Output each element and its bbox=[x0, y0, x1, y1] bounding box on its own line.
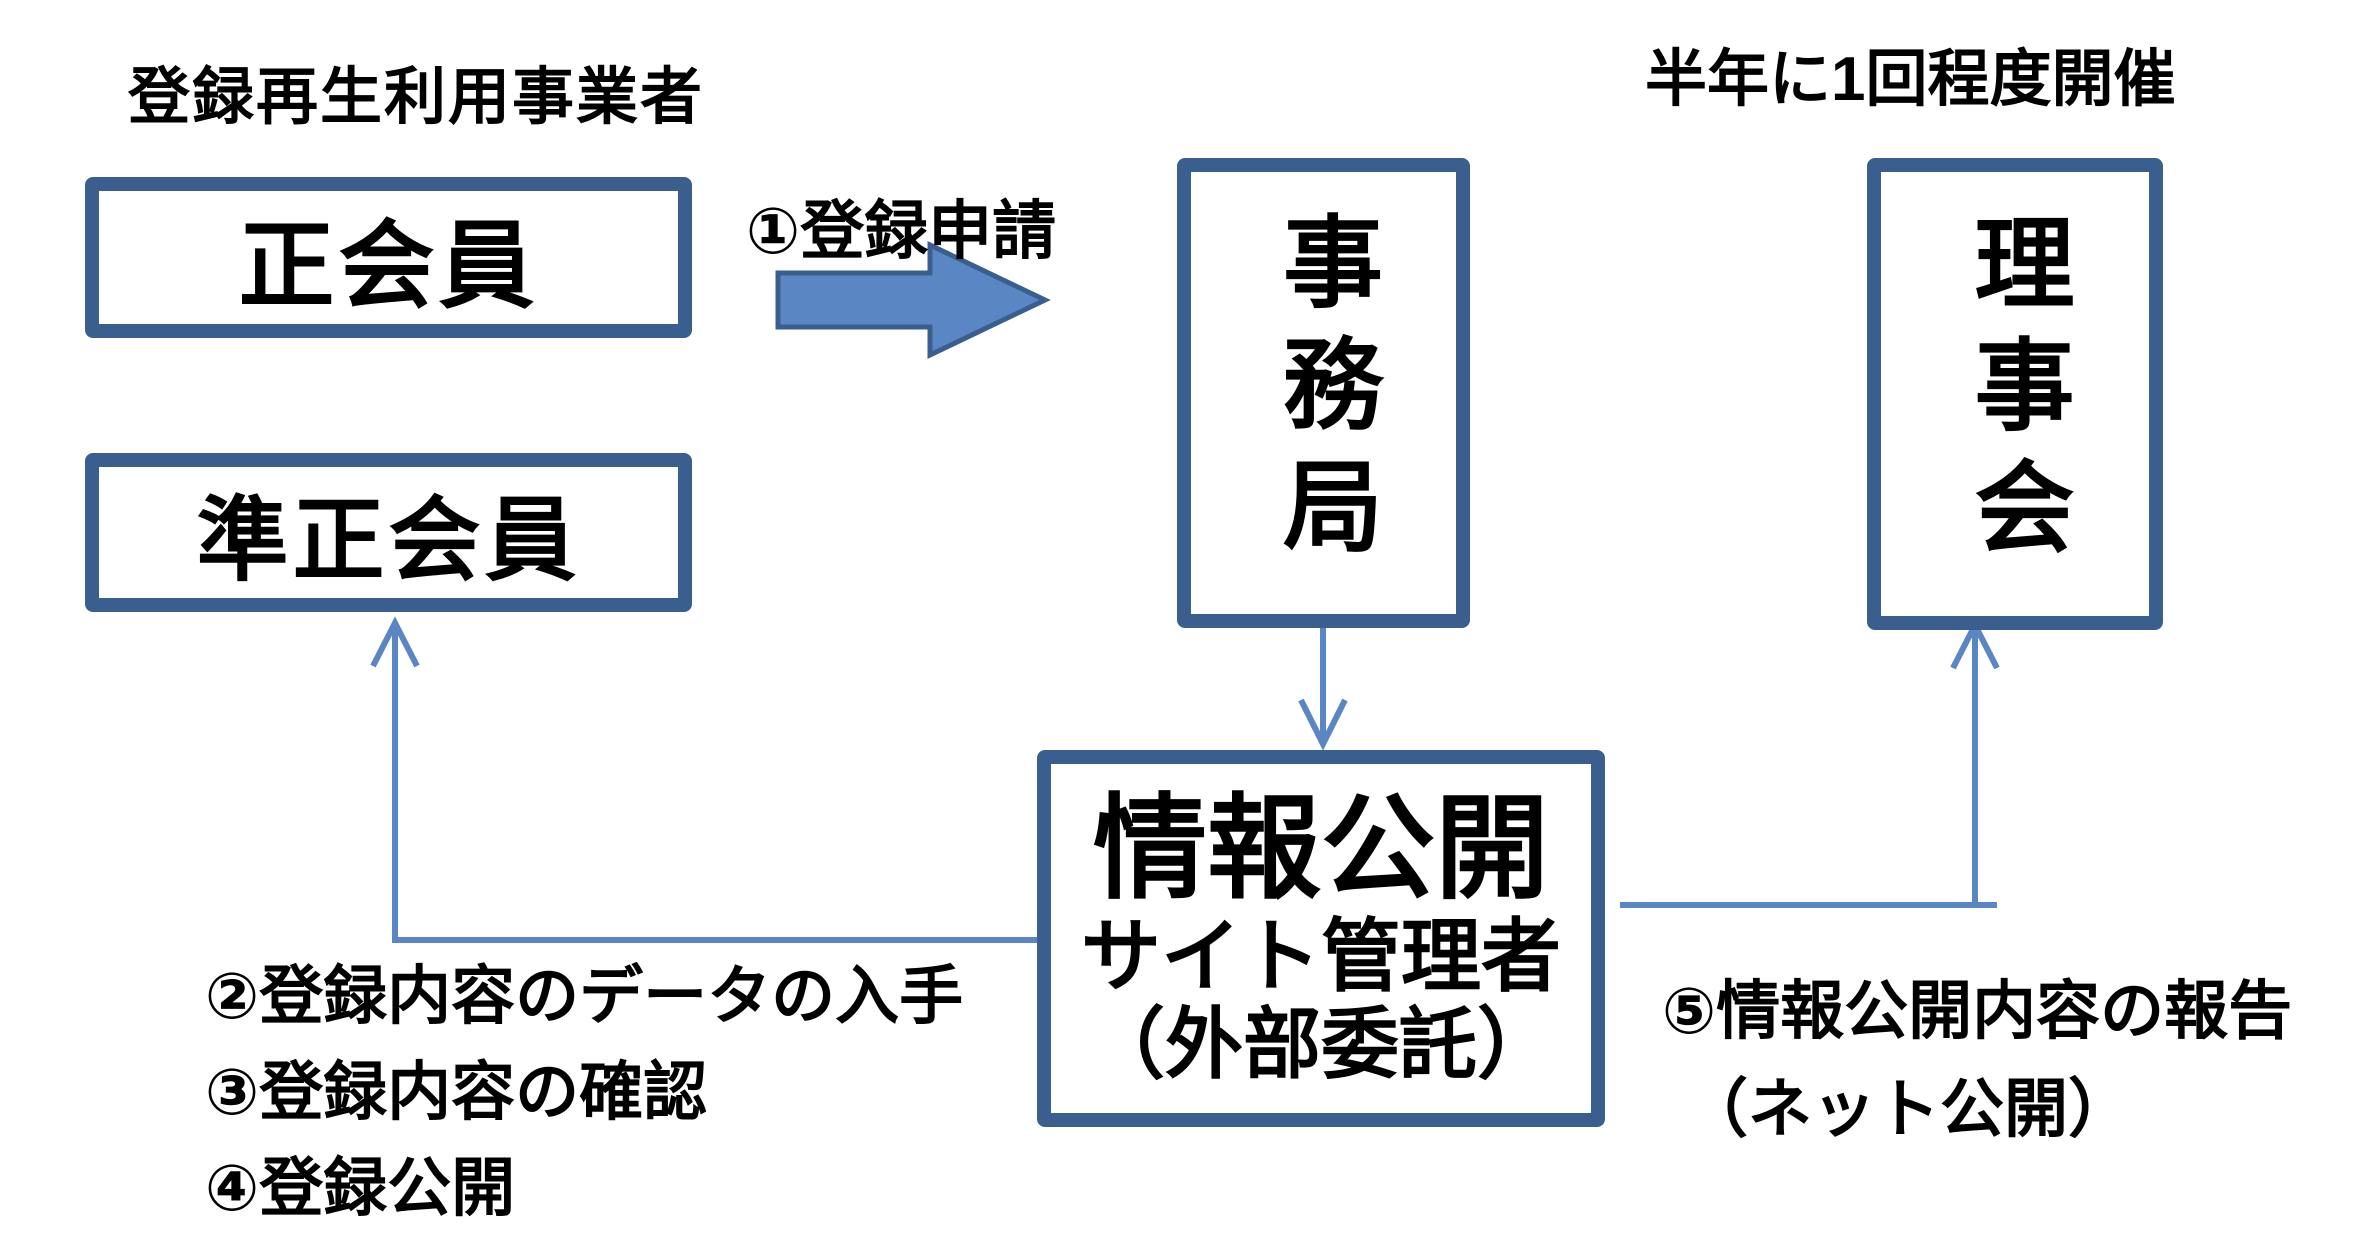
arrow-site-to-member-line bbox=[392, 626, 1037, 943]
box-board-label: 理事会 bbox=[1959, 211, 2071, 577]
caption-registered-business: 登録再生利用事業者 bbox=[128, 63, 705, 132]
caption-step3: ③登録内容の確認 bbox=[205, 1056, 708, 1128]
box-site-admin-line1: 情報公開 bbox=[1092, 786, 1549, 914]
block-arrow-registration bbox=[775, 241, 1051, 359]
caption-step5: ⑤情報公開内容の報告 （ネット公開） bbox=[1662, 962, 2292, 1158]
caption-step1-registration: ①登録申請 bbox=[746, 195, 1057, 267]
arrow-secretariat-to-site-head bbox=[1298, 698, 1348, 751]
box-semi-regular-member-label: 準正会員 bbox=[196, 490, 581, 592]
box-secretariat: 事務局 bbox=[1177, 158, 1470, 628]
caption-step4: ④登録公開 bbox=[205, 1152, 516, 1224]
box-secretariat-label: 事務局 bbox=[1267, 210, 1380, 576]
box-site-admin-line2: サイト管理者 bbox=[1081, 911, 1561, 1001]
box-semi-regular-member: 準正会員 bbox=[85, 453, 692, 612]
caption-board-frequency: 半年に1回程度開催 bbox=[1645, 45, 2176, 114]
caption-steps-2-3-4: ②登録内容のデータの入手 ③登録内容の確認 ④登録公開 bbox=[205, 948, 963, 1236]
caption-step5-line1: ⑤情報公開内容の報告 bbox=[1662, 975, 2293, 1047]
caption-step5-line2: （ネット公開） bbox=[1684, 1073, 2132, 1145]
box-board: 理事会 bbox=[1867, 158, 2163, 630]
box-regular-member: 正会員 bbox=[85, 177, 692, 338]
box-regular-member-label: 正会員 bbox=[238, 213, 539, 320]
caption-step2: ②登録内容のデータの入手 bbox=[205, 960, 964, 1032]
box-site-admin: 情報公開 サイト管理者 （外部委託） bbox=[1037, 750, 1605, 1127]
arrow-site-to-member-head bbox=[370, 616, 420, 668]
box-site-admin-line3: （外部委託） bbox=[1086, 1000, 1555, 1089]
